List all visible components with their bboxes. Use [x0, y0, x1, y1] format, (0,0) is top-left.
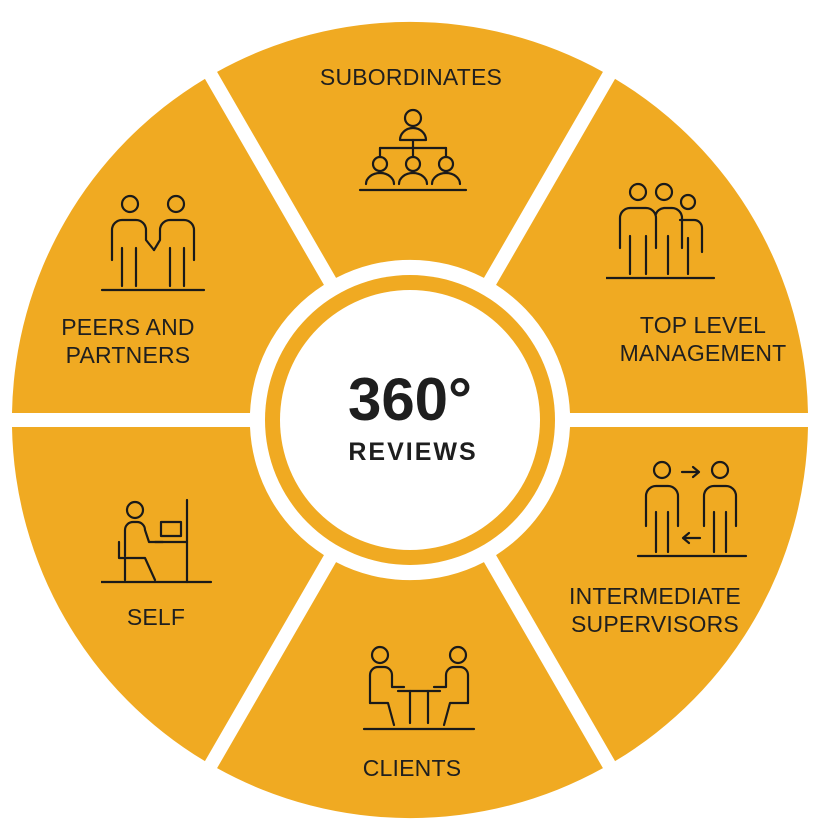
segment-label-clients: CLIENTS	[362, 755, 462, 781]
segment-intermediate-supervisors	[496, 427, 808, 762]
segment-label-top-level-management: TOP LEVEL MANAGEMENT	[619, 312, 787, 366]
segment-label-peers-and-partners: PEERS AND PARTNERS	[61, 314, 195, 368]
center-title: 360°	[347, 366, 473, 433]
two-people-handshake-icon	[100, 190, 208, 298]
segment-peers-and-partners	[12, 78, 324, 413]
center-disc	[280, 290, 540, 550]
segment-label-intermediate-supervisors: INTERMEDIATE SUPERVISORS	[569, 583, 741, 637]
segment-subordinates	[217, 21, 603, 278]
person-at-desk-icon	[101, 496, 213, 590]
segment-label-self: SELF	[126, 604, 186, 630]
segment-label-subordinates: SUBORDINATES	[319, 64, 503, 90]
meeting-at-table-icon	[362, 643, 476, 735]
org-hierarchy-icon	[358, 106, 468, 194]
center-subtitle: REVIEWS	[348, 438, 478, 466]
group-of-people-icon	[606, 176, 716, 286]
segment-self	[12, 427, 324, 762]
segment-top-level-management	[496, 78, 808, 413]
two-people-exchange-icon	[636, 456, 748, 560]
